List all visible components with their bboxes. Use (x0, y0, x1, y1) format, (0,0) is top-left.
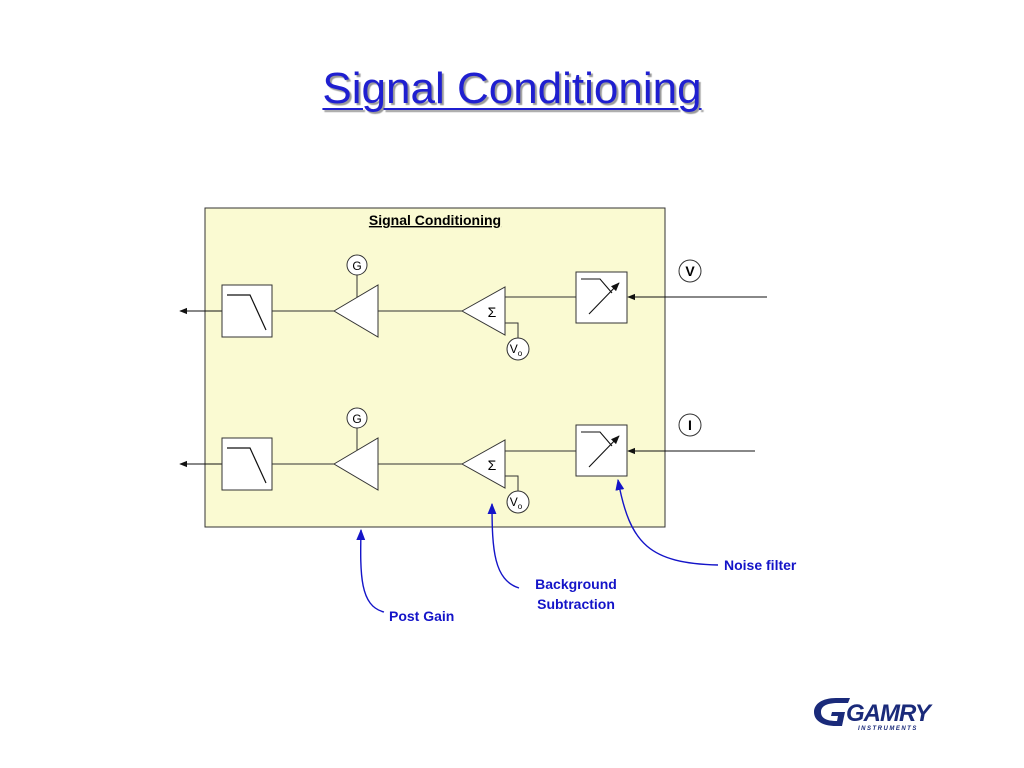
post-filter-2 (221, 437, 273, 491)
channel-current: G Σ Vo I (179, 407, 755, 514)
offset-node-1 (506, 337, 530, 361)
background-label-2: Subtraction (537, 596, 615, 612)
lowpass-icon (227, 447, 267, 484)
background-label-1: Background (535, 576, 617, 592)
input-node-v (678, 259, 702, 283)
box-title: Signal Conditioning (369, 212, 501, 228)
gain-node-1 (346, 254, 368, 276)
gain-label-1: G (352, 259, 361, 273)
summing-amplifier-1 (460, 286, 506, 336)
offset-label-1: Vo (510, 342, 523, 358)
noise-filter-2 (575, 424, 628, 477)
gain-node-2 (346, 407, 368, 429)
channel-voltage: G Σ Vo V (179, 254, 767, 361)
input-label-v: V (685, 263, 695, 279)
background-callout-arrow (487, 502, 520, 589)
logo-sub: INSTRUMENTS (858, 726, 918, 732)
sigma-symbol-1: Σ (488, 304, 497, 320)
summing-amplifier-2 (460, 439, 506, 489)
offset-node-2 (506, 490, 530, 514)
post-gain-label: Post Gain (389, 608, 454, 624)
gamry-logo: GAMRY INSTRUMENTS (814, 698, 934, 732)
lowpass-icon (227, 294, 267, 331)
post-gain-callout-arrow (356, 528, 385, 613)
noise-filter-callout-arrow (615, 478, 719, 566)
noise-filter-1 (575, 271, 628, 324)
sigma-symbol-2: Σ (488, 457, 497, 473)
logo-brand: GAMRY (846, 700, 933, 727)
slide-title: Signal Conditioning (322, 64, 702, 113)
post-filter-1 (221, 284, 273, 338)
conditioning-box (204, 207, 666, 528)
gain-label-2: G (352, 412, 361, 426)
offset-label-2: Vo (510, 495, 523, 511)
input-node-i (678, 413, 702, 437)
noise-filter-label: Noise filter (724, 557, 797, 573)
input-label-i: I (688, 417, 692, 433)
